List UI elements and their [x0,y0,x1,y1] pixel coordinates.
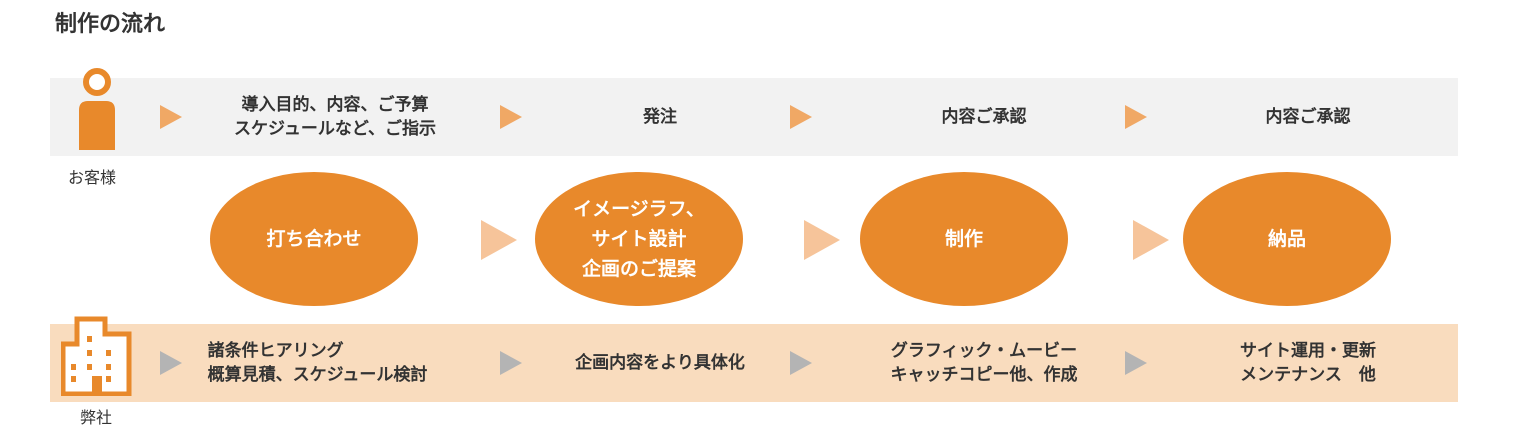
arrow-right-icon [1125,105,1147,129]
arrow-right-icon [160,351,182,375]
arrow-right-icon [160,105,182,129]
customer-step: 導入目的、内容、ご予算 スケジュールなど、ご指示 [234,95,436,139]
phase-oval: 打ち合わせ [210,172,418,306]
customer-band: 導入目的、内容、ご予算 スケジュールなど、ご指示 発注 内容ご承認 内容ご承認 [50,78,1458,156]
phase-oval: 制作 [860,172,1068,306]
page-title: 制作の流れ [55,12,166,37]
phase-oval: イメージラフ、 サイト設計 企画のご提案 [535,172,743,306]
building-icon [61,316,132,396]
company-step: 諸条件ヒアリング 概算見積、スケジュール検討 [207,341,428,385]
arrow-right-icon [1125,351,1147,375]
company-step: 企画内容をより具体化 [575,353,745,373]
customer-step: 発注 [643,107,677,127]
company-band: 諸条件ヒアリング 概算見積、スケジュール検討 企画内容をより具体化 グラフィック… [50,324,1458,402]
arrow-right-icon [500,351,522,375]
arrow-right-icon [790,351,812,375]
customer-step: 内容ご承認 [941,107,1027,127]
company-step: グラフィック・ムービー キャッチコピー他、作成 [890,341,1078,385]
customer-label: お客様 [68,168,117,187]
customer-step: 内容ご承認 [1265,107,1351,127]
arrow-right-icon [804,220,840,260]
arrow-right-icon [500,105,522,129]
company-step: サイト運用・更新 メンテナンス 他 [1240,341,1376,385]
arrow-right-icon [481,220,517,260]
phase-oval: 納品 [1183,172,1391,306]
person-icon [79,68,115,150]
company-label: 弊社 [80,408,113,427]
arrow-right-icon [1133,220,1169,260]
arrow-right-icon [790,105,812,129]
